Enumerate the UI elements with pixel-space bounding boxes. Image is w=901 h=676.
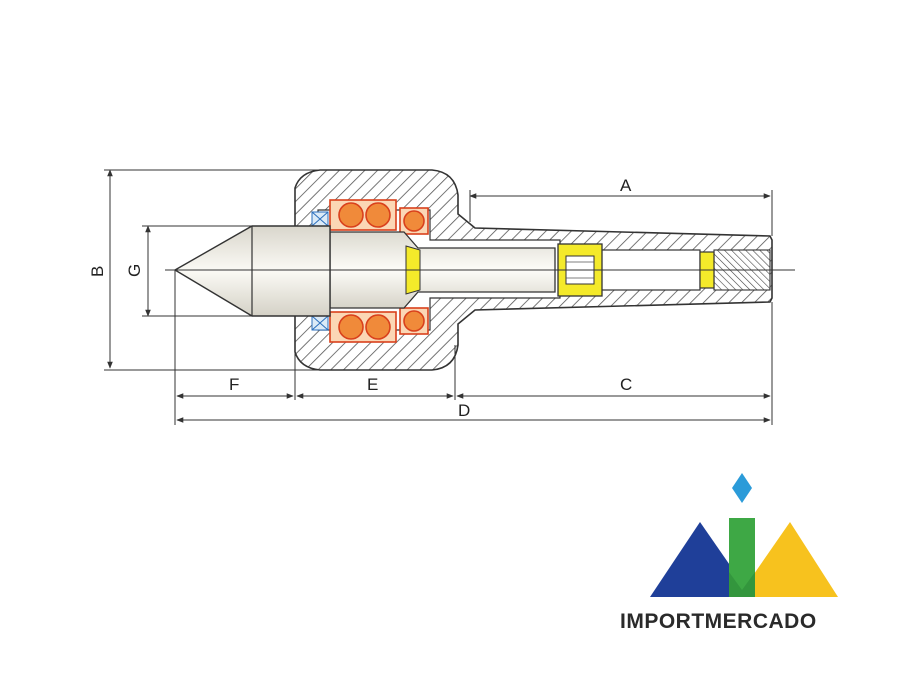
importmercado-logo xyxy=(650,473,838,597)
dimension-label-c: C xyxy=(620,375,632,394)
dimension-label-a: A xyxy=(620,176,632,195)
logo-blue-triangle-icon xyxy=(650,522,752,597)
seal-top xyxy=(311,211,329,227)
dimension-lines xyxy=(104,169,773,425)
front-bearing-bottom xyxy=(329,311,397,343)
dimension-label-g: G xyxy=(125,264,144,277)
dimension-label-b: B xyxy=(88,266,107,277)
logo-diamond-icon xyxy=(732,473,752,503)
rear-bearing-top xyxy=(399,207,429,235)
brand-name: IMPORTMERCADO xyxy=(620,610,817,633)
rear-bearing-bottom xyxy=(399,307,429,335)
dimension-label-f: F xyxy=(229,375,239,394)
seal-bottom xyxy=(311,315,329,331)
dimension-label-d: D xyxy=(458,401,470,420)
center-point xyxy=(173,225,331,317)
dimension-label-e: E xyxy=(367,375,378,394)
logo-yellow-triangle-icon xyxy=(738,522,838,597)
front-bearing-top xyxy=(329,199,397,231)
logo-green-bar-icon xyxy=(729,518,755,597)
